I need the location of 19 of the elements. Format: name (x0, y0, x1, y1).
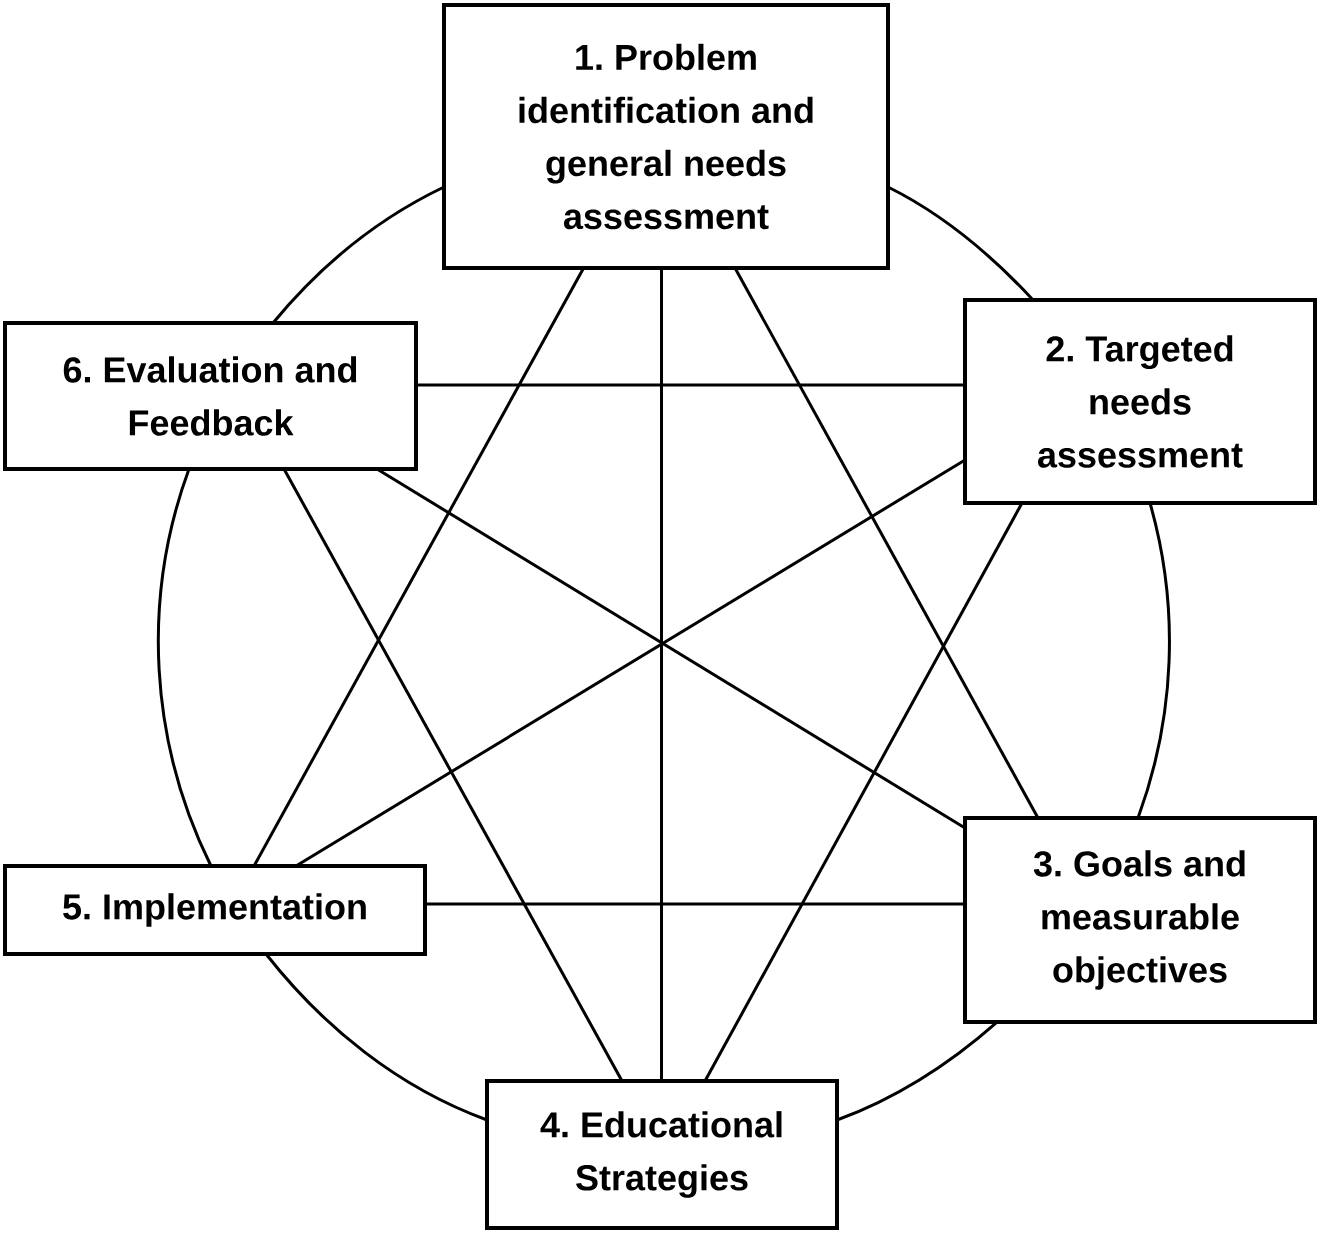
connector-line (252, 267, 585, 867)
connector-line (295, 458, 966, 868)
connector-line (703, 502, 1024, 1082)
step-box: 2. Targeted needs assessment (963, 298, 1317, 505)
step-box: 6. Evaluation and Feedback (3, 321, 418, 471)
connector-arc (1136, 502, 1171, 819)
connector-arc (156, 468, 213, 867)
step-box: 4. Educational Strategies (485, 1079, 839, 1230)
connector-line (376, 467, 966, 830)
connector-line (660, 268, 663, 1081)
step-box: 1. Problem identification and general needs assessment (442, 3, 890, 270)
connector-line (733, 267, 1040, 819)
connector-arc (264, 953, 488, 1122)
connector-line (416, 383, 965, 387)
connector-line (282, 468, 624, 1082)
connector-line (425, 902, 965, 906)
step-box: 3. Goals and measurable objectives (963, 816, 1317, 1024)
connector-arc (271, 185, 445, 324)
step-box: 5. Implementation (3, 864, 427, 956)
